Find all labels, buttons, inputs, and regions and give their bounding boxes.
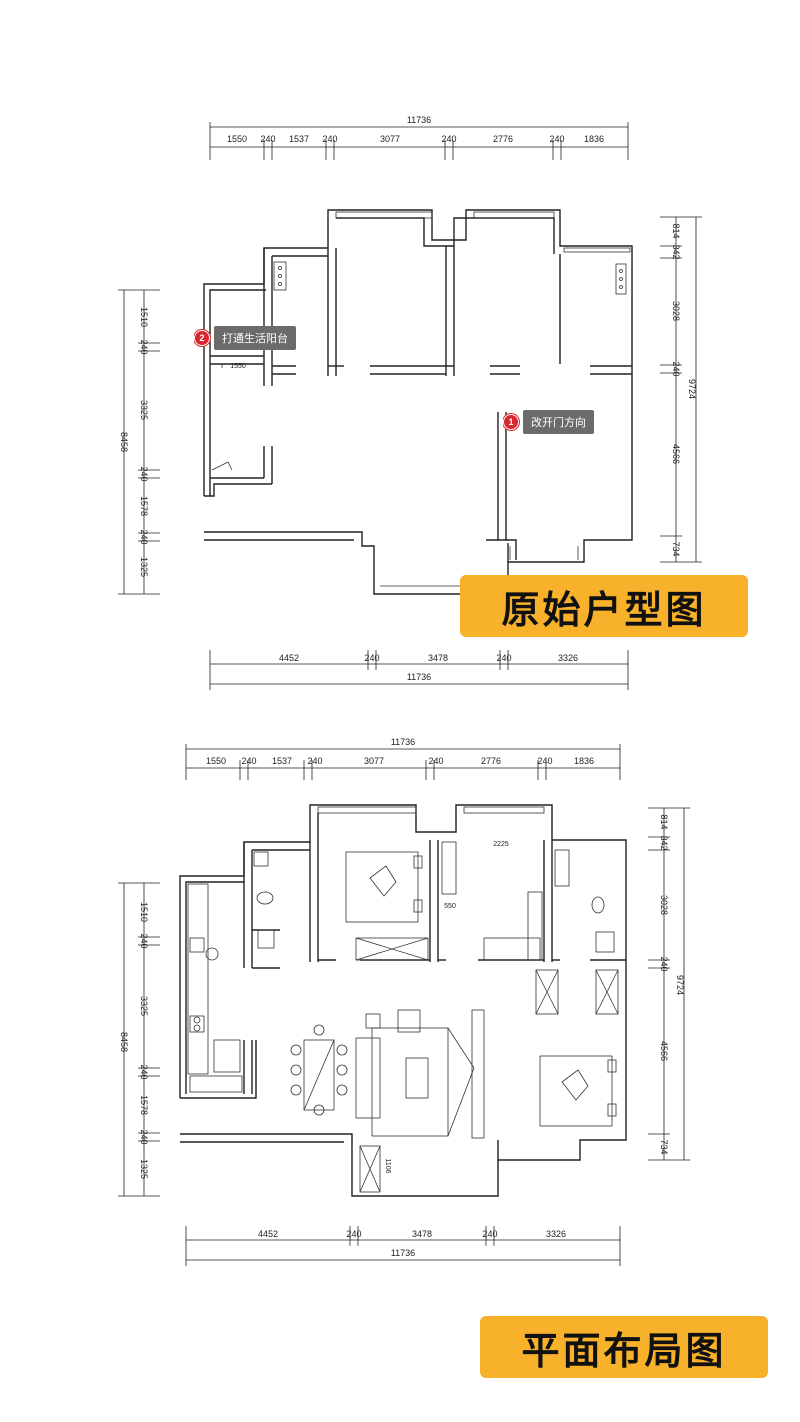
callout-number: 1 [503, 414, 519, 430]
inner-dim-label: 2225 [493, 841, 509, 848]
dim-top-seg: 240 [307, 756, 322, 766]
dim-right-seg: 3028 [671, 301, 681, 321]
dim-top-seg: 1550 [227, 134, 247, 144]
dim-right-seg: 814 [659, 814, 669, 829]
dim-bottom-seg: 4452 [279, 653, 299, 663]
dim-bottom-seg: 240 [496, 653, 511, 663]
dim-bottom-seg: 240 [482, 1229, 497, 1239]
dim-bottom-seg: 240 [364, 653, 379, 663]
dim-left-seg: 240 [139, 339, 149, 354]
dim-left-seg: 3325 [139, 400, 149, 420]
banner-layout-plan-text: 平面布局图 [521, 1328, 727, 1373]
callout-text: 改开门方向 [523, 410, 594, 434]
banner-layout-plan: 平面布局图 [480, 1316, 768, 1378]
right-dimension: 9724 814 342 3028 240 4566 734 [648, 807, 690, 1161]
inner-dim-label: 550 [444, 903, 456, 910]
dim-top-seg: 1537 [289, 134, 309, 144]
dim-bottom-seg: 3326 [558, 653, 578, 663]
callout-number: 2 [194, 330, 210, 346]
banner-original-plan-text: 原始户型图 [501, 587, 707, 632]
dim-left-seg: 1578 [139, 496, 149, 516]
dim-top-seg: 1836 [584, 134, 604, 144]
dim-top-total: 11736 [407, 115, 431, 125]
dim-left-seg: 240 [139, 1064, 149, 1079]
dim-left-seg: 1510 [139, 307, 149, 327]
dim-right-seg: 814 [671, 223, 681, 238]
dim-left-seg: 1578 [139, 1095, 149, 1115]
dim-left-total: 8458 [119, 1032, 129, 1052]
original-plan: 11736 1550 240 1537 240 3077 240 2776 24… [118, 115, 702, 690]
dim-right-total: 9724 [675, 975, 685, 995]
dim-top-seg: 1836 [574, 756, 594, 766]
callout-door-direction: 1 改开门方向 [503, 410, 594, 434]
dim-top-seg: 240 [549, 134, 564, 144]
dim-top-seg: 240 [322, 134, 337, 144]
layout-plan: 11736 1550 240 1537 240 3077 240 2776 24… [118, 737, 690, 1266]
dim-top-seg: 240 [441, 134, 456, 144]
dim-top-seg: 2776 [493, 134, 513, 144]
dim-right-seg: 4566 [671, 444, 681, 464]
dim-left-seg: 1325 [139, 1159, 149, 1179]
top-dimension: 11736 1550 240 1537 240 3077 240 2776 24… [209, 115, 629, 160]
banner-original-plan: 原始户型图 [460, 575, 748, 637]
original-walls: 1550 [203, 209, 633, 595]
dim-right-seg: 734 [659, 1139, 669, 1154]
callout-open-balcony: 2 打通生活阳台 [194, 326, 296, 350]
right-dimension: 9724 814 342 3028 240 4566 734 [660, 216, 702, 563]
dim-right-seg: 342 [659, 835, 669, 850]
dim-left-total: 8458 [119, 432, 129, 452]
dim-top-seg: 1550 [206, 756, 226, 766]
dim-right-seg: 240 [671, 361, 681, 376]
dim-top-seg: 240 [241, 756, 256, 766]
inner-dim-label: 1106 [384, 1158, 391, 1173]
dim-left-seg: 240 [139, 933, 149, 948]
dim-right-seg: 4566 [659, 1041, 669, 1061]
dim-bottom-seg: 3478 [412, 1229, 432, 1239]
dim-left-seg: 1510 [139, 902, 149, 922]
dim-top-total: 11736 [391, 737, 415, 747]
top-dimension: 11736 1550 240 1537 240 3077 240 2776 24… [185, 737, 621, 780]
dim-bottom-total: 11736 [407, 672, 431, 682]
left-dimension: 8458 1510 240 3325 240 1578 240 1325 [118, 289, 160, 595]
layout-walls: 2225 550 [179, 804, 627, 1197]
bottom-dimension: 4452 240 3478 240 3326 11736 [185, 1226, 621, 1266]
dim-left-seg: 240 [139, 466, 149, 481]
dim-right-seg: 342 [671, 244, 681, 259]
dim-top-seg: 1537 [272, 756, 292, 766]
bottom-dimension: 4452 240 3478 240 3326 11736 [209, 650, 629, 690]
dim-right-seg: 3028 [659, 895, 669, 915]
dim-top-seg: 240 [260, 134, 275, 144]
dim-top-seg: 240 [537, 756, 552, 766]
dim-right-seg: 240 [659, 956, 669, 971]
dim-bottom-seg: 3478 [428, 653, 448, 663]
dim-bottom-total: 11736 [391, 1248, 415, 1258]
dim-left-seg: 1325 [139, 557, 149, 577]
dim-bottom-seg: 4452 [258, 1229, 278, 1239]
inner-dim-label: 1550 [230, 363, 246, 370]
dim-left-seg: 3325 [139, 996, 149, 1016]
dim-bottom-seg: 240 [346, 1229, 361, 1239]
dim-right-total: 9724 [687, 379, 697, 399]
dim-left-seg: 240 [139, 1129, 149, 1144]
callout-text: 打通生活阳台 [214, 326, 296, 350]
left-dimension: 8458 1510 240 3325 240 1578 240 1325 [118, 882, 160, 1197]
dim-left-seg: 240 [139, 529, 149, 544]
dim-top-seg: 240 [428, 756, 443, 766]
dim-top-seg: 3077 [364, 756, 384, 766]
dim-right-seg: 734 [671, 541, 681, 556]
dim-top-seg: 3077 [380, 134, 400, 144]
dim-bottom-seg: 3326 [546, 1229, 566, 1239]
dim-top-seg: 2776 [481, 756, 501, 766]
